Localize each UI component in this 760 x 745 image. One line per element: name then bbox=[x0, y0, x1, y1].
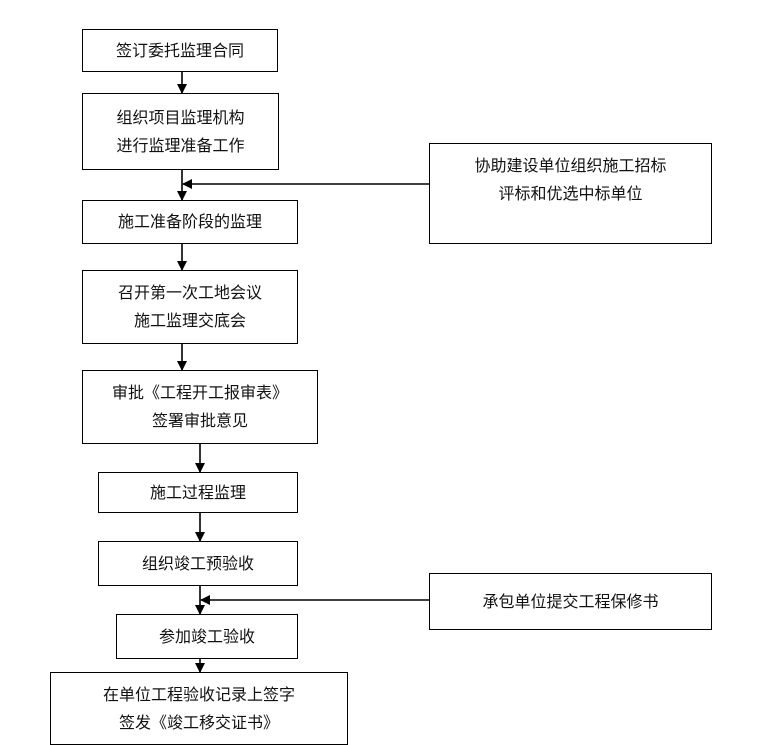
side-assist-tendering: 协助建设单位组织施工招标 评标和优选中标单位 bbox=[429, 143, 712, 244]
step-pre-acceptance-line-1: 组织竣工预验收 bbox=[141, 553, 254, 573]
step-approve-start-form-line-1: 审批《工程开工报审表》 bbox=[111, 383, 288, 402]
step-sign-contract: 签订委托监理合同 bbox=[82, 29, 278, 72]
step-preparation-supervision-line-1: 施工准备阶段的监理 bbox=[117, 212, 262, 231]
step-sign-contract-line-1: 签订委托监理合同 bbox=[115, 40, 244, 60]
step-first-site-meeting-line-1: 召开第一次工地会议 bbox=[117, 283, 262, 302]
step-construction-supervision: 施工过程监理 bbox=[98, 472, 298, 513]
step-pre-acceptance: 组织竣工预验收 bbox=[98, 541, 298, 586]
step-final-acceptance: 参加竣工验收 bbox=[116, 614, 298, 659]
side-assist-tendering-line-1: 协助建设单位组织施工招标 bbox=[474, 156, 667, 175]
step-organize-team-line-1: 组织项目监理机构 bbox=[116, 107, 245, 127]
side-warranty-submission: 承包单位提交工程保修书 bbox=[429, 573, 712, 630]
step-construction-supervision-line-1: 施工过程监理 bbox=[149, 482, 246, 502]
step-organize-team-line-2: 进行监理准备工作 bbox=[116, 135, 245, 155]
side-assist-tendering-line-2: 评标和优选中标单位 bbox=[498, 184, 643, 203]
step-sign-handover-line-1: 在单位工程验收记录上签字 bbox=[102, 684, 295, 704]
step-sign-handover: 在单位工程验收记录上签字 签发《竣工移交证书》 bbox=[50, 672, 348, 745]
side-warranty-submission-line-1: 承包单位提交工程保修书 bbox=[482, 591, 659, 611]
step-preparation-supervision: 施工准备阶段的监理 bbox=[82, 200, 298, 244]
step-final-acceptance-line-1: 参加竣工验收 bbox=[158, 626, 255, 646]
step-approve-start-form: 审批《工程开工报审表》 签署审批意见 bbox=[82, 370, 318, 444]
step-organize-team: 组织项目监理机构 进行监理准备工作 bbox=[82, 93, 279, 170]
step-first-site-meeting: 召开第一次工地会议 施工监理交底会 bbox=[82, 270, 298, 344]
step-approve-start-form-line-2: 签署审批意见 bbox=[151, 411, 248, 430]
step-sign-handover-line-2: 签发《竣工移交证书》 bbox=[118, 712, 279, 732]
step-first-site-meeting-line-2: 施工监理交底会 bbox=[133, 311, 246, 330]
